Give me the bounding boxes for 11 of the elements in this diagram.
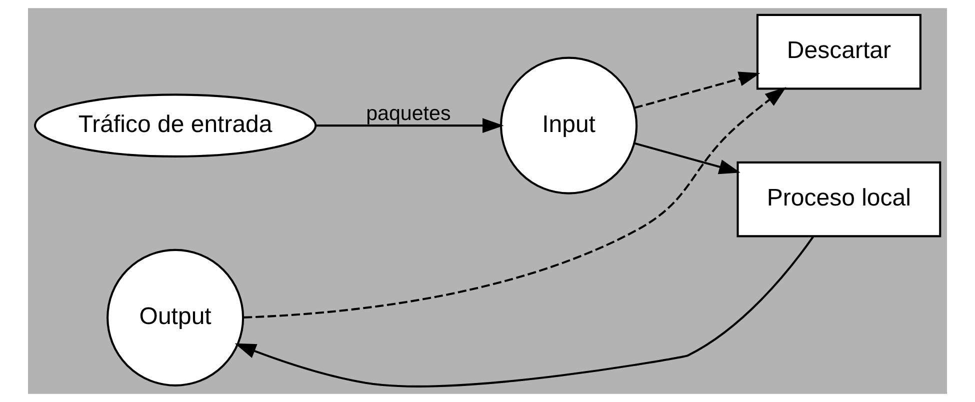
- arrow: [234, 236, 814, 388]
- node-box: Descartar: [756, 14, 922, 90]
- node-circle: Output: [106, 248, 244, 386]
- node-circle: Input: [500, 56, 638, 194]
- arrow: [244, 87, 786, 318]
- arrow: [634, 142, 740, 174]
- arrow: [316, 118, 504, 134]
- edge-label: paquetes: [366, 102, 451, 125]
- node-box: Proceso local: [736, 161, 942, 238]
- node-ellipse: Tráfico de entrada: [34, 94, 317, 158]
- arrow: [634, 72, 760, 109]
